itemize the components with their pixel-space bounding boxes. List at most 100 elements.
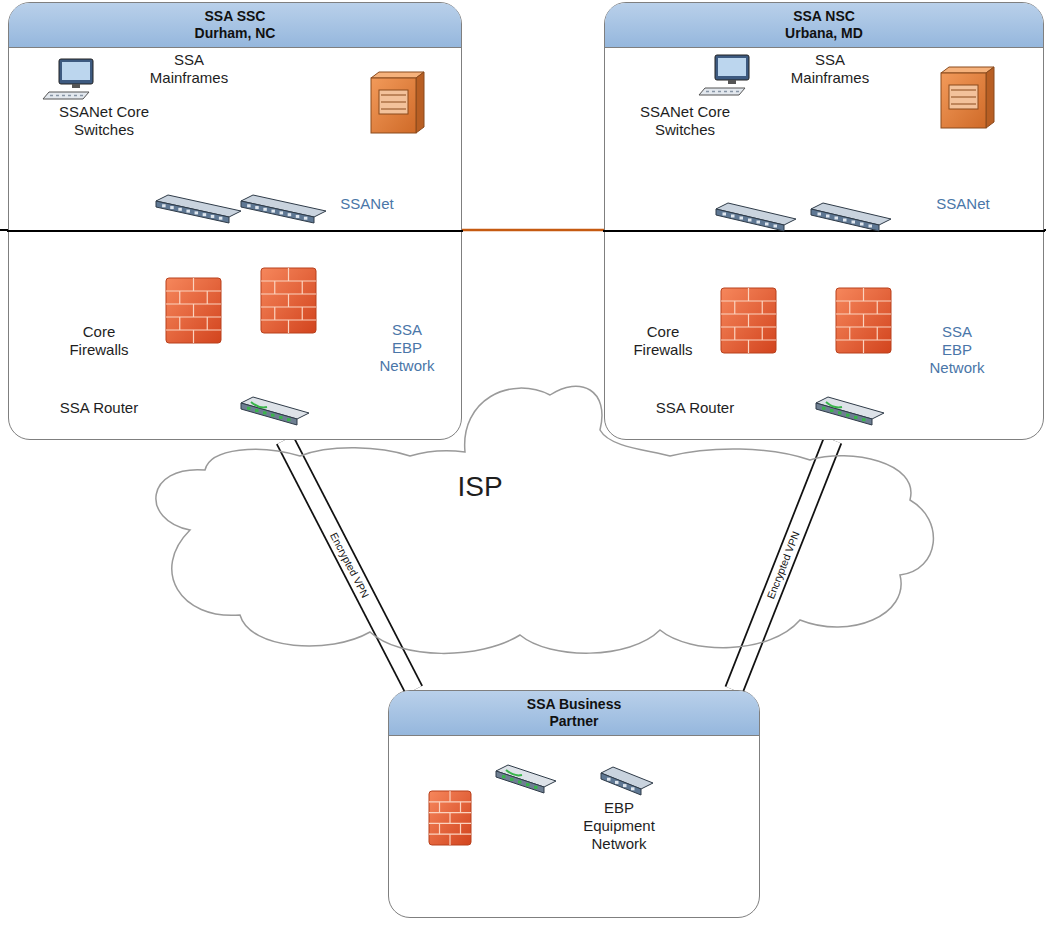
tunnel-label: Encrypted VPN: [764, 528, 803, 603]
switch-icon: [241, 195, 326, 223]
node-text: SSA EBP Network: [927, 323, 987, 377]
firewall-body: [721, 288, 776, 353]
brick-joint: [302, 281, 303, 294]
brick-joint: [274, 307, 275, 320]
router-icon-front: [496, 771, 544, 793]
port: [304, 217, 308, 220]
firewall-icon: [836, 288, 891, 353]
node-text: SSANet Core Switches: [620, 103, 750, 139]
brick-joint: [849, 327, 850, 340]
computer-icon: [699, 55, 749, 95]
node-text: SSANet: [327, 195, 407, 213]
brick-joint: [734, 327, 735, 340]
monitor: [715, 55, 749, 80]
port: [279, 416, 283, 419]
port: [510, 778, 514, 781]
firewall-body: [261, 268, 316, 333]
switch-icon: [716, 203, 796, 231]
mainframe-side: [986, 67, 994, 128]
keyboard-keys: [56, 95, 59, 97]
keyboard-keys: [74, 95, 77, 97]
brick-joint: [762, 301, 763, 314]
switch-icon-front: [241, 201, 314, 223]
brick-joint: [288, 268, 289, 281]
node-text: ISP: [420, 471, 540, 503]
port: [263, 208, 267, 211]
mainframe-front: [941, 73, 986, 128]
router-icon: [816, 397, 884, 425]
mainframe-front: [371, 78, 416, 133]
mainframe-top: [371, 72, 424, 78]
port: [843, 219, 847, 222]
brick-joint: [863, 314, 864, 327]
switch-icon: [811, 203, 891, 231]
switch-icon: [156, 195, 241, 223]
mainframe-slot: [381, 102, 406, 103]
port: [211, 215, 215, 218]
node-text: SSANet: [923, 195, 1003, 213]
node-text: SSA Router: [635, 399, 755, 417]
link-line: [462, 229, 604, 232]
port: [247, 204, 251, 207]
tunnel-label: Encrypted VPN: [327, 529, 372, 602]
port: [862, 418, 866, 421]
node-text: SSA Mainframes: [785, 51, 875, 87]
monitor: [59, 59, 93, 84]
network-backbone: [603, 230, 1045, 232]
port: [830, 409, 834, 412]
site-link: [462, 229, 604, 230]
port: [296, 215, 300, 218]
mainframe-slot: [951, 97, 976, 98]
mainframe-icon: [371, 72, 424, 133]
port: [860, 223, 864, 226]
brick-joint: [460, 802, 461, 813]
port: [818, 213, 822, 216]
node-text: Core Firewalls: [59, 323, 139, 359]
brick-joint: [449, 791, 450, 802]
brick-joint: [460, 823, 461, 834]
mainframe-top: [941, 67, 994, 73]
port: [623, 784, 627, 787]
brick-joint: [734, 301, 735, 314]
monitor-stand: [728, 80, 736, 84]
firewall-icon: [429, 791, 471, 845]
keyboard-keys: [62, 95, 65, 97]
router-led-band: [251, 402, 267, 407]
port: [219, 217, 223, 220]
node-text: EBP Equipment Network: [569, 799, 669, 853]
port: [774, 225, 778, 228]
computer-icon: [43, 59, 93, 99]
site-title: SSA Business Partner: [524, 696, 624, 730]
site-title: SSA NSC Urbana, MD: [774, 8, 874, 42]
mainframe-slot: [951, 104, 976, 105]
network-backbone: [7, 230, 463, 232]
mainframe-slot: [381, 95, 406, 96]
port: [748, 219, 752, 222]
brick-joint: [849, 301, 850, 314]
firewall-body: [429, 791, 471, 845]
port: [255, 206, 259, 209]
router-icon: [496, 765, 556, 793]
brick-joint: [748, 288, 749, 301]
router-icon-top: [496, 765, 556, 787]
brick-joint: [288, 294, 289, 307]
firewall-body: [836, 288, 891, 353]
switch-icon-front: [811, 209, 879, 231]
keyboard-keys: [80, 95, 83, 97]
mainframe-slot: [951, 90, 976, 91]
keyboard-keys: [736, 91, 739, 93]
keyboard-keys: [706, 91, 709, 93]
port: [534, 786, 538, 789]
router-led-band: [826, 402, 842, 407]
port: [731, 215, 735, 218]
cloud-shape: [156, 386, 933, 653]
port: [263, 411, 267, 414]
brick-joint: [449, 813, 450, 824]
router-led-band: [506, 770, 522, 775]
port: [631, 787, 635, 790]
brick-joint: [877, 301, 878, 314]
site-illustration: [9, 3, 463, 441]
port: [723, 213, 727, 216]
node-text: SSA Mainframes: [144, 51, 234, 87]
header-band: SSA SSC Durham, NC: [9, 3, 461, 48]
